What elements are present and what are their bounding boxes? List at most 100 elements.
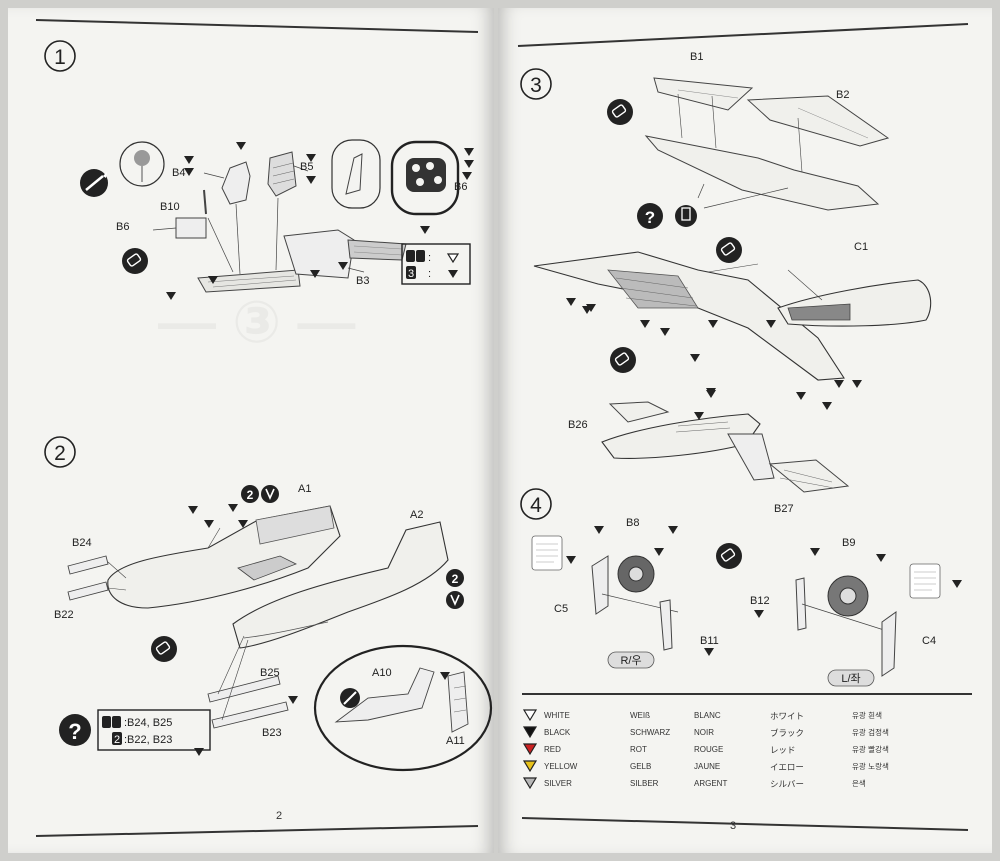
- step-1-leader-lines: [152, 165, 365, 275]
- step-1-paint-markers: [166, 142, 474, 300]
- fuselage-half-a2: [232, 521, 449, 649]
- tailplane-b26: [608, 401, 670, 423]
- paint-bottle-icon: [122, 248, 148, 274]
- panel-part: [175, 217, 207, 239]
- step-2-option-note: :B24, B25 2 :B22, B23: [97, 709, 211, 751]
- label-b11: B11: [700, 635, 719, 647]
- paint-swatch-marker: [522, 724, 540, 741]
- paint-name-de: SILBER: [630, 779, 659, 788]
- paint-bottle-icon-3: [607, 99, 633, 125]
- paint-name-fr: NOIR: [694, 728, 714, 737]
- label-b27: B27: [774, 503, 794, 515]
- rear-fuselage: [601, 413, 761, 459]
- gear-note-tag-left: [909, 563, 941, 599]
- step-2-option-icons: 2: [241, 485, 279, 503]
- svg-text:2: 2: [247, 488, 254, 502]
- paint-name-ko: 유광 빨강색: [852, 745, 889, 754]
- step-1-number: 1: [54, 46, 66, 69]
- paint-name-ja: シルバー: [770, 779, 805, 790]
- svg-text:?: ?: [68, 719, 81, 744]
- label-b9: B9: [842, 537, 855, 549]
- paint-name-de: ROT: [630, 745, 647, 754]
- label-b24: B24: [72, 537, 92, 549]
- paint-swatch-marker: [522, 775, 540, 792]
- instrument-panel-bubble: [390, 140, 460, 216]
- step-4-left-markers: [754, 548, 962, 618]
- page-number-right: 3: [730, 820, 737, 832]
- option-question-icon: ?: [59, 714, 91, 746]
- seat-detail-bubble: [331, 139, 381, 209]
- instruction-page-left: — ③ — 1: [8, 8, 494, 853]
- paint-name-en: SILVER: [544, 779, 572, 788]
- paint-triangle-icon: [522, 708, 538, 721]
- paint-name-fr: BLANC: [694, 711, 721, 720]
- label-a11: A11: [446, 735, 465, 747]
- paint-name-en: BLACK: [544, 728, 571, 737]
- side-label-right: R/우: [620, 654, 641, 667]
- exhaust-b25: [207, 675, 281, 703]
- label-c1: C1: [854, 241, 868, 253]
- label-a10: A10: [372, 667, 392, 679]
- label-b8: B8: [626, 517, 639, 529]
- label-b6-panel: B6: [454, 181, 467, 193]
- svg-text:2: 2: [452, 572, 459, 586]
- paint-name-ko: 유광 흰색: [852, 711, 882, 720]
- step-4: 4 R/우: [520, 488, 962, 687]
- label-b12: B12: [750, 595, 770, 607]
- svg-text::B24, B25: :B24, B25: [124, 717, 172, 729]
- step-2: 2: [44, 436, 493, 772]
- paint-bottle-icon-5: [610, 347, 636, 373]
- stick-part: [203, 189, 207, 215]
- cement-icon: [80, 169, 108, 197]
- paint-name-fr: JAUNE: [694, 762, 721, 771]
- paint-name-ko: 은색: [852, 779, 866, 788]
- rear-deck-part: [347, 239, 407, 261]
- paint-triangle-icon: [522, 742, 538, 755]
- paint-bottle-icon-6: [716, 543, 742, 569]
- step-1-paint-note: : 3 :: [401, 243, 471, 285]
- paint-name-ko: 유광 검정색: [852, 728, 889, 737]
- wing-lower-c1: [644, 135, 880, 211]
- paint-name-en: YELLOW: [544, 762, 578, 771]
- paint-name-de: SCHWARZ: [630, 728, 671, 737]
- label-b4: B4: [172, 167, 185, 179]
- label-b25: B25: [260, 667, 280, 679]
- exhaust-parts: [67, 555, 109, 601]
- paint-swatch-marker: [522, 741, 540, 758]
- svg-text::: :: [428, 252, 431, 264]
- label-b2: B2: [836, 89, 849, 101]
- side-badge-right: [607, 651, 655, 669]
- step-2-number: 2: [54, 442, 66, 465]
- seat-part: [221, 161, 251, 205]
- paint-name-ja: イエロー: [770, 762, 804, 773]
- step-1-badge: [44, 40, 76, 72]
- step-3-badge: [520, 68, 552, 100]
- label-b3: B3: [356, 275, 369, 287]
- label-a1: A1: [298, 483, 311, 495]
- label-b1: B1: [690, 51, 703, 63]
- paint-name-en: WHITE: [544, 711, 570, 720]
- gear-door-c4: [881, 611, 897, 677]
- step-4-badge: [520, 488, 552, 520]
- paint-name-fr: ROUGE: [694, 745, 724, 754]
- step-3: 3 ?: [520, 51, 932, 515]
- svg-text:2: 2: [114, 734, 120, 746]
- instruction-page-right: 3 ?: [498, 8, 992, 853]
- gear-strut-b12: [795, 577, 807, 631]
- cockpit-insert: [237, 555, 297, 581]
- gear-note-tag-right: [531, 535, 563, 571]
- exhaust-b23: [211, 701, 289, 729]
- label-b10: B10: [160, 201, 180, 213]
- label-b6: B6: [116, 221, 129, 233]
- cockpit-floor-part: [197, 269, 301, 293]
- label-b5: B5: [300, 161, 313, 173]
- svg-text::: :: [428, 268, 431, 280]
- step-2-side-callout: 2: [446, 569, 464, 609]
- left-page-artwork: 1: [35, 19, 493, 837]
